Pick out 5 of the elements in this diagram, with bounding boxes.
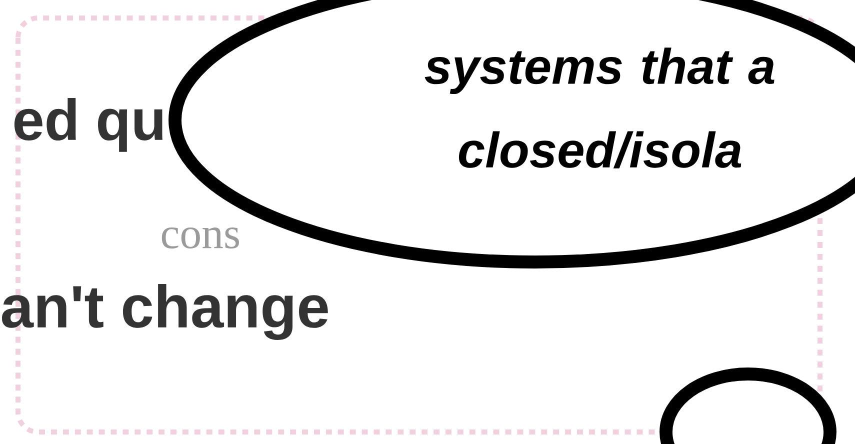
- bubble-text: systems that a closed/isola: [424, 48, 774, 168]
- thought-bubble-dot: [660, 368, 836, 444]
- cut-off-text: ed qu: [14, 98, 162, 152]
- cut-off-text: cons: [162, 227, 239, 249]
- cut-off-text: an't change: [2, 284, 328, 340]
